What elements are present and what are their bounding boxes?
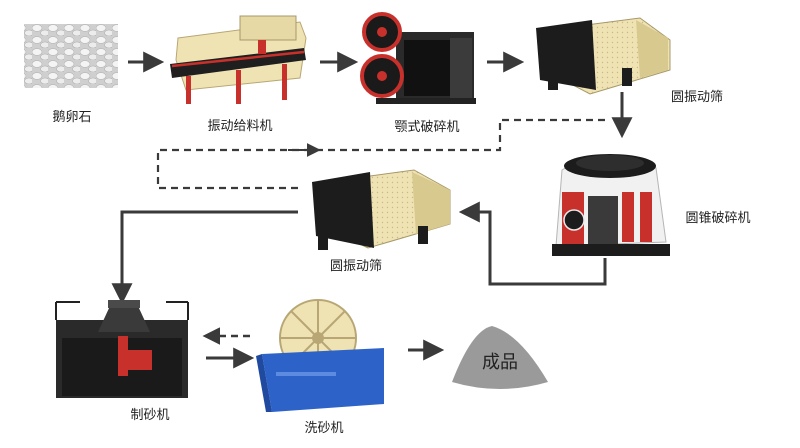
- sand-washing-machine-image: [256, 299, 384, 412]
- circular-screen-1-image: [536, 17, 671, 95]
- arrow-cone-to-screen2: [458, 201, 607, 286]
- label-sand-maker: 制砂机: [130, 408, 169, 423]
- label-circular-screen-1: 圆振动筛: [671, 90, 723, 105]
- jaw-crusher-image: [360, 12, 476, 104]
- arrow-screen1-return-dashed: [156, 118, 605, 190]
- product-pile-image: [452, 326, 548, 389]
- circular-screen-2-image: [312, 169, 451, 250]
- pebbles-image: [24, 24, 118, 88]
- label-circular-screen-2: 圆振动筛: [330, 259, 382, 274]
- sand-making-machine-image: [55, 300, 189, 398]
- label-jaw-crusher: 颚式破碎机: [394, 120, 459, 135]
- label-sand-washer: 洗砂机: [304, 421, 343, 436]
- label-pebbles: 鹅卵石: [52, 109, 91, 125]
- cone-crusher-image: [552, 154, 670, 256]
- label-product: 成品: [482, 352, 518, 373]
- label-vibrating-feeder: 振动给料机: [207, 119, 272, 134]
- label-cone-crusher: 圆锥破碎机: [685, 211, 750, 226]
- vibrating-feeder-image: [170, 15, 307, 104]
- arrow-screen2-to-sandmaker: [111, 210, 298, 305]
